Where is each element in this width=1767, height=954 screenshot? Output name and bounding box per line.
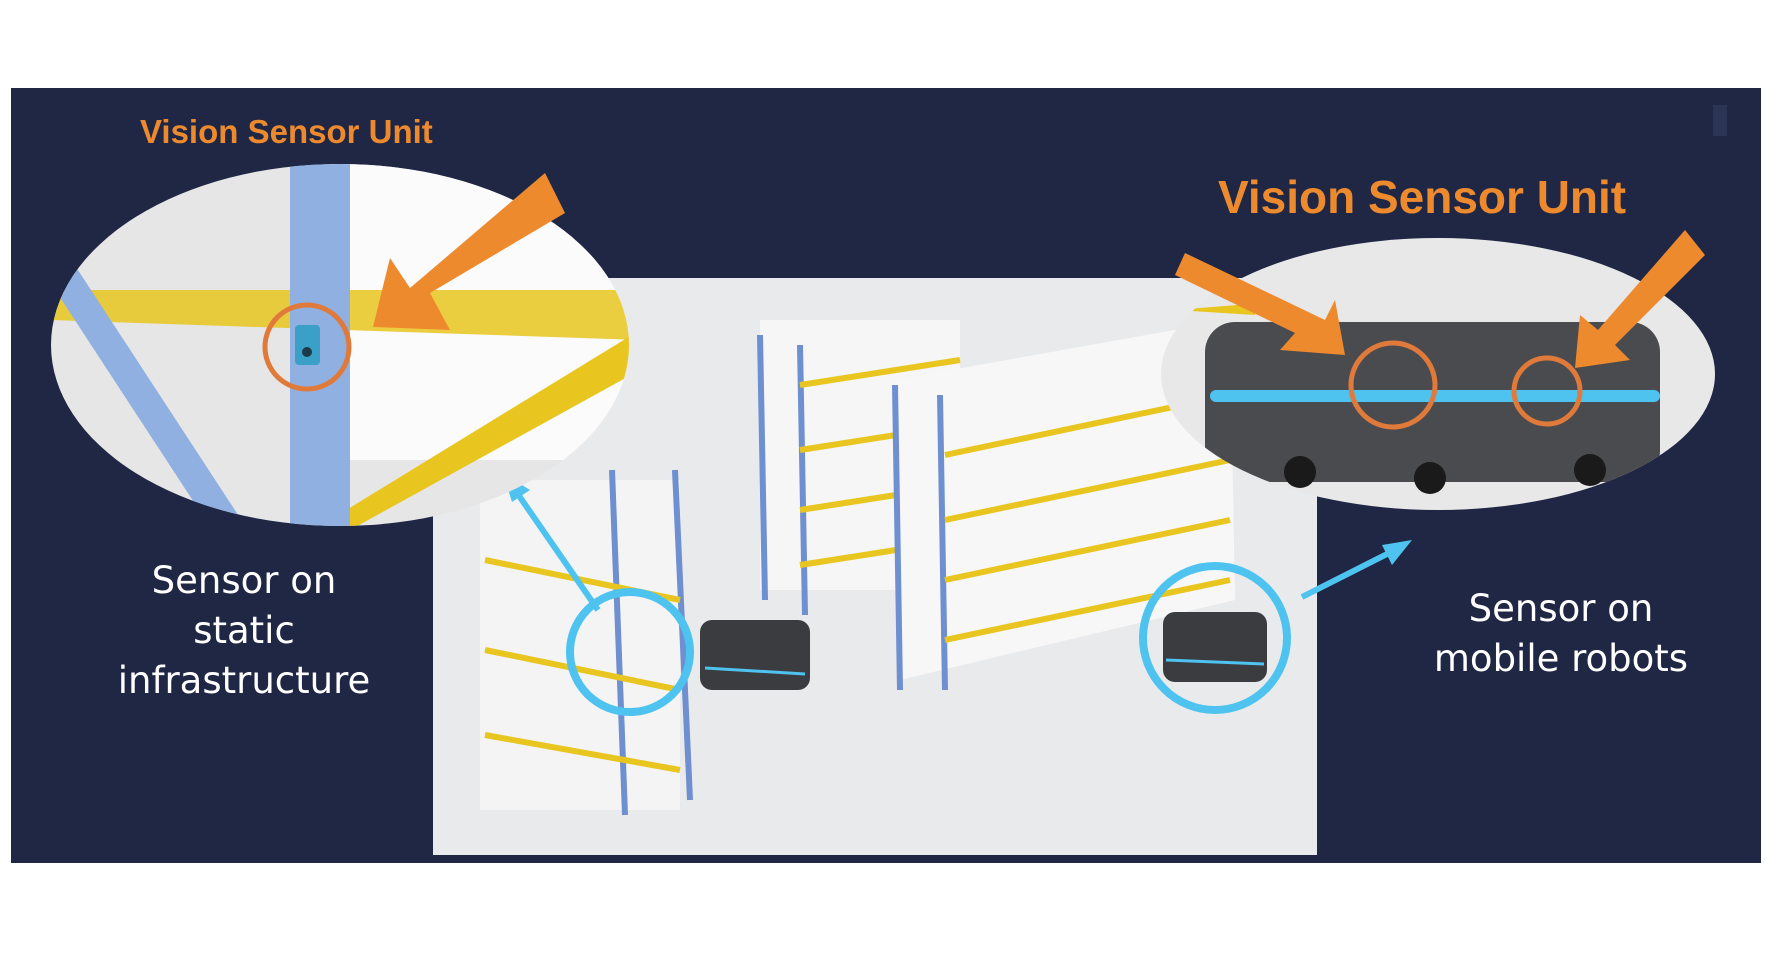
robot-sensor-highlight — [1139, 562, 1291, 714]
right-caption: Sensor on mobile robots — [1381, 584, 1741, 684]
orange-arrow-icon — [1575, 230, 1705, 368]
orange-arrow-icon — [1175, 253, 1345, 355]
static-sensor-highlight — [566, 588, 694, 716]
caption-line: Sensor on — [1468, 587, 1654, 630]
left-callout-title: Vision Sensor Unit — [140, 113, 433, 150]
caption-line: static — [193, 609, 295, 652]
sensor-marker-circle-side — [1511, 355, 1583, 427]
storage-rack-right — [892, 320, 1235, 691]
sensor-marker-circle — [262, 302, 352, 392]
robot-sensor-closeup — [1161, 238, 1715, 510]
cyan-pointer-arrow-right — [1300, 540, 1412, 600]
sensor-marker-circle-front — [1348, 340, 1438, 430]
caption-line: infrastructure — [117, 659, 371, 702]
storage-rack-left — [480, 469, 693, 816]
caption-line: mobile robots — [1433, 637, 1689, 680]
caption-line: Sensor on — [151, 559, 337, 602]
left-caption: Sensor on static infrastructure — [64, 556, 424, 706]
mobile-robot — [700, 612, 1267, 690]
right-callout-title: Vision Sensor Unit — [1218, 171, 1627, 223]
corner-marker — [1713, 105, 1727, 136]
orange-arrow-icon — [373, 173, 565, 330]
